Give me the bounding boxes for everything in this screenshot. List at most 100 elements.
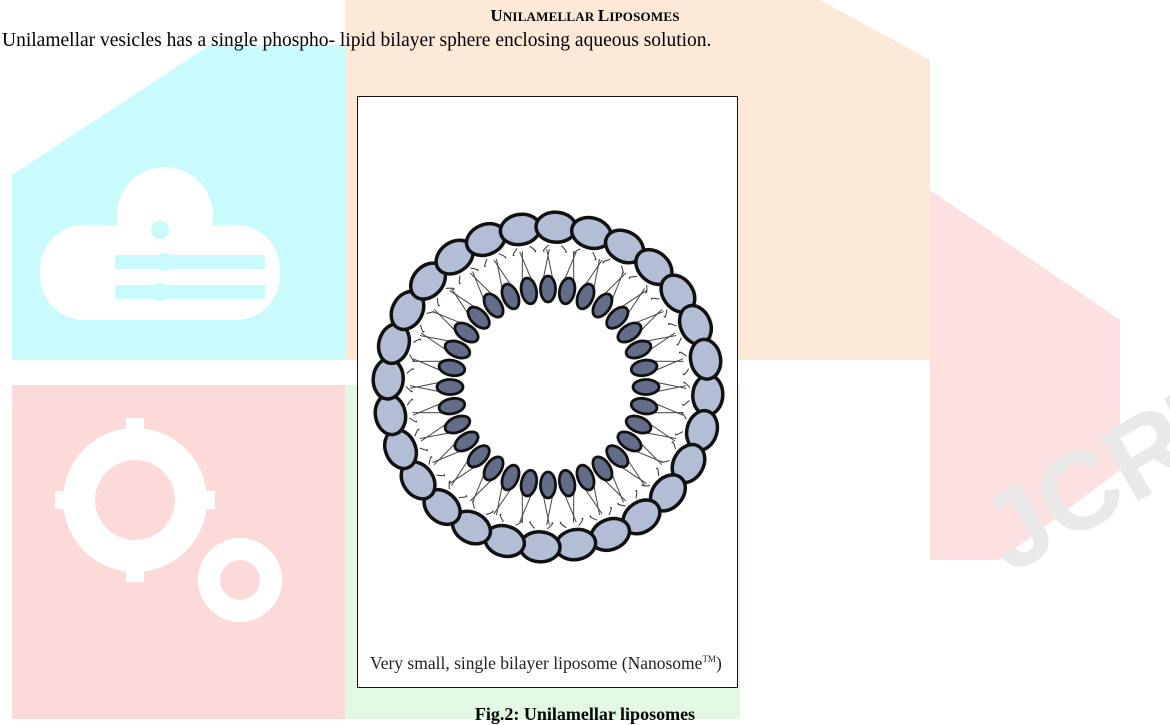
lipid-head-inner [437,380,463,395]
figure-label: Fig.2: Unilamellar liposomes [0,704,1170,725]
lipid-tail-inner [651,333,675,349]
lipid-tail-outer [681,413,686,420]
lipid-tail-outer [410,355,415,362]
lipid-tail-outer [679,352,686,356]
lipid-tail-outer [530,522,535,529]
lipid-tail-inner [420,433,448,438]
lipid-tail-outer [437,298,439,306]
figure-inner-caption: Very small, single bilayer liposome (Nan… [370,653,722,674]
lipid-tail-outer [485,259,487,267]
lipid-head-inner [633,380,659,395]
lipid-head-inner [438,358,466,378]
lipid-tail-inner [421,425,445,441]
lipid-tail-outer [579,518,583,525]
lipid-head-inner [557,469,577,497]
lipid-tail-inner [565,252,576,278]
section-paragraph: Unilamellar vesicles has a single phosph… [2,30,711,52]
lipid-tail-outer [543,245,548,251]
lipid-tail-inner [565,496,576,522]
lipid-tail-inner [657,404,683,415]
lipid-tail-outer [486,511,493,515]
lipid-head-inner [519,277,539,305]
lipid-tail-outer [449,481,450,489]
lipid-tail-outer [618,503,626,506]
lipid-head-inner [438,396,466,416]
lipid-tail-inner [494,490,510,514]
lipid-tail-outer [406,386,412,391]
lipid-tail-outer [409,418,416,422]
lipid-tail-outer [683,369,689,375]
lipid-tail-inner [648,335,676,340]
lipid-tail-inner [547,249,553,277]
lipid-tail-outer [459,276,460,284]
lipid-tail-inner [494,260,510,284]
lipid-tail-inner [421,333,445,349]
lipid-tail-outer [651,298,659,299]
lipid-tail-inner [586,490,602,514]
lipid-tail-inner [594,487,599,515]
lipid-tail-outer [420,448,428,450]
lipid-tail-outer [561,246,566,253]
lipid-tail-outer [672,442,676,449]
lipid-tail-outer [609,507,611,515]
lipid-tail-outer [574,249,581,254]
lipid-tail-inner [544,249,550,277]
lipid-tail-outer [516,520,523,525]
lipid-tail-outer [668,324,676,326]
lipid-tail-inner [657,359,683,370]
lipid-tail-inner [520,496,531,522]
lipid-tail-outer [420,325,424,332]
lipid-tail-inner [413,404,439,415]
lipid-tail-outer [530,246,536,252]
lipid-tail-outer [656,468,658,476]
lipid-tail-outer [603,259,610,263]
lipid-tail-outer [684,382,690,387]
lipid-tail-outer [664,309,667,317]
lipid-tail-outer [677,338,681,345]
lipid-tail-outer [407,399,413,405]
lipid-head-inner [541,276,556,302]
lipid-tail-outer [593,252,596,260]
lipid-head-inner [541,472,556,498]
lipid-tail-inner [594,259,599,287]
lipid-tail-outer [635,490,636,498]
section-heading: UNILAMELLAR LIPOSOMES [0,6,1170,26]
lipid-tail-inner [496,259,501,287]
lipid-tail-inner [410,386,438,392]
lipid-tail-inner [413,359,439,370]
lipid-tail-inner [496,487,501,515]
lipid-tail-outer [470,268,478,271]
lipid-head-inner [519,469,539,497]
lipid-head-inner [630,358,658,378]
liposome-diagram [358,97,738,688]
lipid-tail-outer [590,516,597,520]
lipid-tail-outer [642,484,650,485]
lipid-tail-outer [547,523,552,529]
lipid-tail-outer [459,495,467,497]
lipid-tail-inner [658,386,686,392]
lipid-tail-outer [413,339,421,342]
lipid-tail-outer [407,369,414,374]
lipid-tail-outer [415,429,419,436]
figure-frame: Very small, single bilayer liposome (Nan… [357,96,738,688]
lipid-tail-outer [629,276,637,278]
lipid-tail-inner [651,425,675,441]
lipid-tail-outer [500,514,503,522]
lipid-tail-inner [658,383,686,389]
lipid-tail-outer [499,254,506,258]
lipid-tail-outer [446,288,454,289]
lipid-tail-inner [544,497,550,525]
lipid-head-outer [687,337,723,382]
lipid-head-inner [557,277,577,305]
lipid-tail-outer [645,285,646,293]
lipid-tail-inner [410,383,438,389]
lipid-tail-inner [586,260,602,284]
lipid-tail-inner [648,433,676,438]
lipid-tail-outer [675,432,683,435]
lipid-tail-inner [547,497,553,525]
lipid-tail-outer [683,400,690,405]
lipid-tail-inner [420,335,448,340]
lipid-tail-outer [513,248,517,255]
lipid-tail-outer [429,457,432,465]
lipid-tail-inner [520,252,531,278]
